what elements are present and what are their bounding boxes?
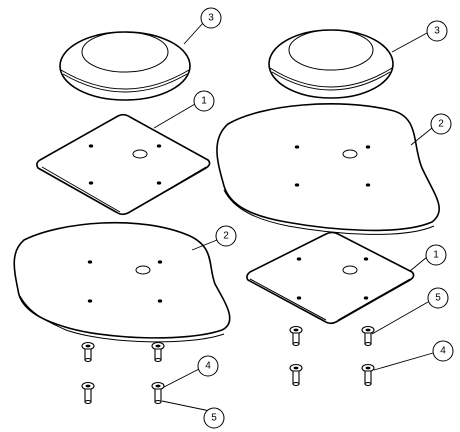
balloon-label: 3: [434, 26, 440, 37]
balloon-label: 1: [201, 96, 207, 107]
bolt: [289, 363, 303, 387]
balloon-right-bolt-b: 4: [432, 340, 454, 362]
balloon-right-plate: 1: [425, 244, 447, 266]
left-dome-cap: [59, 31, 191, 101]
right-dome-cap: [268, 29, 394, 99]
right-square-plate: [246, 231, 415, 325]
left-irregular-pad: [13, 221, 231, 343]
balloon-left-bolt-b: 5: [203, 407, 225, 429]
right-irregular-pad: [216, 103, 440, 235]
bolt: [81, 381, 95, 405]
leader-lines: [153, 22, 434, 412]
left-square-plate: [36, 113, 211, 216]
balloon-right-cap: 3: [426, 20, 448, 42]
bolt: [361, 363, 375, 387]
balloon-label: 3: [208, 13, 214, 24]
balloon-label: 2: [223, 231, 229, 242]
balloon-left-plate: 1: [193, 90, 215, 112]
balloon-label: 4: [205, 361, 211, 372]
bolt: [81, 341, 95, 363]
balloon-left-bolt-a: 4: [197, 355, 219, 377]
balloon-label: 5: [435, 293, 441, 304]
balloon-label: 4: [440, 346, 446, 357]
bolt: [361, 325, 375, 347]
left-bolt-group: [81, 341, 165, 405]
bolt: [151, 341, 165, 363]
balloon-label: 2: [438, 119, 444, 130]
balloon-label: 1: [433, 250, 439, 261]
right-bolt-group: [289, 325, 375, 387]
bolt: [151, 381, 165, 405]
balloon-right-pad: 2: [430, 113, 452, 135]
balloon-right-bolt-a: 5: [427, 287, 449, 309]
balloon-label: 5: [211, 413, 217, 424]
balloon-left-pad: 2: [215, 225, 237, 247]
balloon-left-cap: 3: [200, 7, 222, 29]
bolt: [289, 325, 303, 347]
